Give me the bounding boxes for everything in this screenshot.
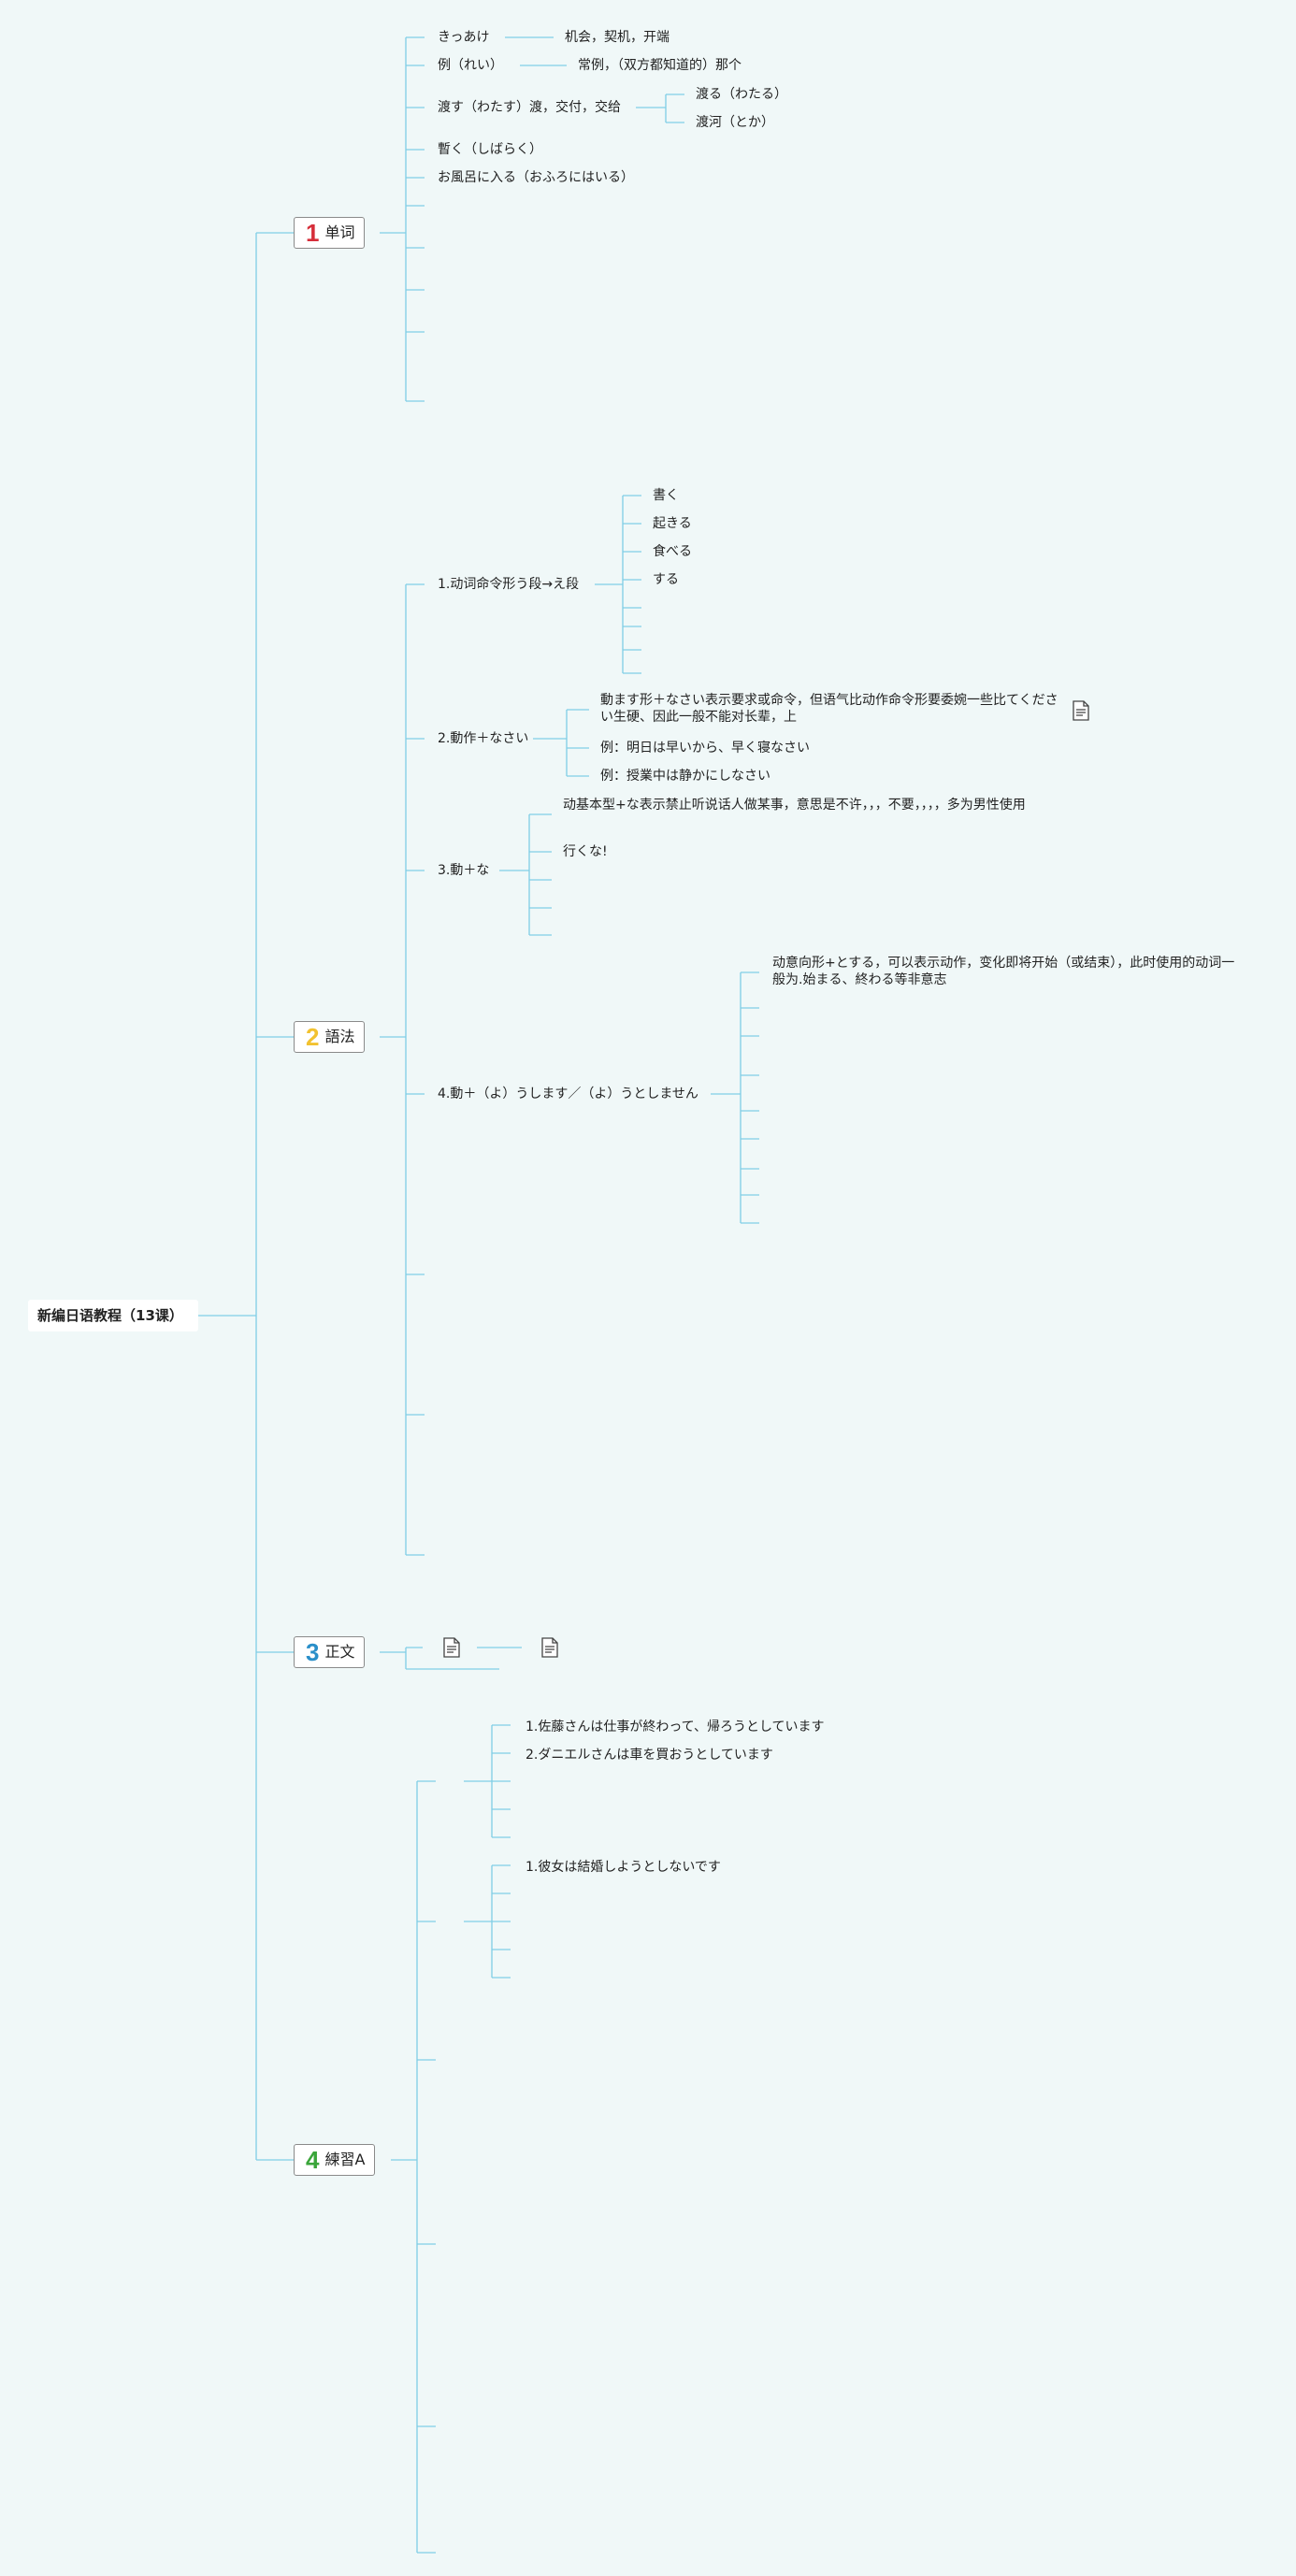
grammar-title[interactable]: 4.動＋（よ）うします／（よ）うとしません xyxy=(438,1087,698,1101)
vocab-word[interactable]: 渡す（わたす）渡，交付，交给 xyxy=(438,100,621,115)
vocab-word[interactable]: きっあけ xyxy=(438,30,490,45)
topic-text[interactable]: 3 正文 xyxy=(294,1636,366,1668)
grammar-title[interactable]: 1.动词命令形う段→え段 xyxy=(438,577,580,592)
practice-item[interactable]: 2.ダニエルさんは車を買おうとしています xyxy=(526,1748,773,1763)
root-label: 新编日语教程（13课） xyxy=(37,1307,183,1324)
topic-number: 3 xyxy=(306,1638,320,1666)
topic-number: 2 xyxy=(306,1023,320,1051)
root-node[interactable]: 新编日语教程（13课） xyxy=(28,1300,198,1331)
practice-item[interactable]: 1.佐藤さんは仕事が終わって、帰ろうとしています xyxy=(526,1720,825,1734)
topic-label: 語法 xyxy=(324,1028,355,1045)
topic-label: 正文 xyxy=(324,1643,355,1661)
grammar-item[interactable]: 書く xyxy=(653,488,679,503)
grammar-item[interactable]: 例：明日は早いから、早く寝なさい xyxy=(600,741,810,756)
grammar-item[interactable]: 例：授業中は静かにしなさい xyxy=(600,769,770,784)
vocab-sub[interactable]: 渡る（わたる） xyxy=(696,87,787,102)
grammar-item[interactable]: 动意向形+とする，可以表示动作，变化即将开始（或结束），此时使用的动词一般为.始… xyxy=(772,956,1235,987)
practice-item[interactable]: 1.彼女は結婚しようとしないです xyxy=(526,1860,721,1875)
topic-number: 4 xyxy=(306,2146,320,2174)
topic-label: 单词 xyxy=(324,223,355,241)
vocab-meaning[interactable]: 常例，（双方都知道的）那个 xyxy=(578,58,742,73)
vocab-word[interactable]: 例（れい） xyxy=(438,58,503,73)
grammar-item[interactable]: 行くな! xyxy=(563,844,608,859)
topic-grammar[interactable]: 2 語法 xyxy=(294,1021,366,1053)
grammar-item[interactable]: 起きる xyxy=(653,516,692,531)
vocab-meaning[interactable]: 机会，契机，开端 xyxy=(565,30,670,45)
grammar-item[interactable]: する xyxy=(653,572,679,587)
vocab-sub[interactable]: 渡河（とか） xyxy=(696,115,774,130)
document-icon[interactable] xyxy=(1073,700,1089,721)
vocab-word[interactable]: 暫く（しばらく） xyxy=(438,142,542,157)
grammar-item[interactable]: 动基本型+な表示禁止听说话人做某事，意思是不许，，，不要，，，，多为男性使用 xyxy=(563,798,1026,813)
topic-number: 1 xyxy=(306,219,320,247)
grammar-item[interactable]: 食べる xyxy=(653,544,692,559)
document-icon[interactable] xyxy=(541,1637,558,1658)
vocab-word[interactable]: お風呂に入る（おふろにはいる） xyxy=(438,170,634,185)
document-icon[interactable] xyxy=(443,1637,460,1658)
topic-vocabulary[interactable]: 1 单词 xyxy=(294,217,366,249)
grammar-title[interactable]: 3.動＋な xyxy=(438,863,490,878)
topic-practice[interactable]: 4 練習A xyxy=(294,2144,376,2176)
topic-label: 練習A xyxy=(324,2151,366,2168)
grammar-item[interactable]: 動ます形＋なさい表示要求或命令，但语气比动作命令形要委婉一些比てください生硬、因… xyxy=(600,693,1058,725)
grammar-title[interactable]: 2.動作＋なさい xyxy=(438,731,529,746)
